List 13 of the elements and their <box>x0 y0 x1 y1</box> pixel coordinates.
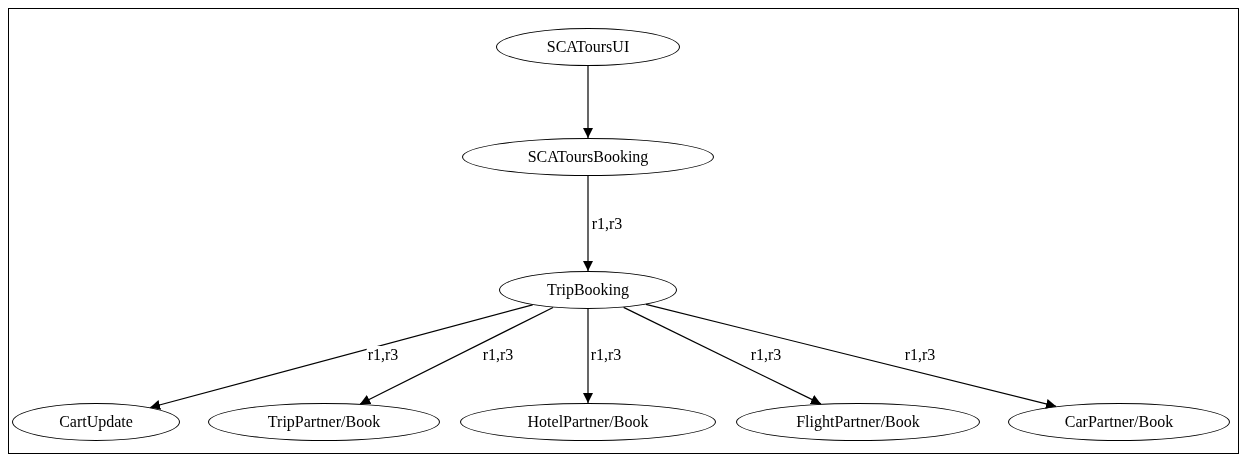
arrow <box>623 306 822 405</box>
edge-label: r1,r3 <box>749 346 783 364</box>
arrow <box>645 303 1057 409</box>
edge-label: r1,r3 <box>589 346 623 364</box>
edge-label: r1,r3 <box>590 215 624 233</box>
arrow <box>583 65 593 139</box>
arrow <box>583 308 593 404</box>
edge-label: r1,r3 <box>481 346 515 364</box>
edge-label: r1,r3 <box>903 346 937 364</box>
arrow <box>583 175 593 272</box>
arrow <box>149 304 534 410</box>
edge-label: r1,r3 <box>366 346 400 364</box>
arrow <box>359 306 554 405</box>
